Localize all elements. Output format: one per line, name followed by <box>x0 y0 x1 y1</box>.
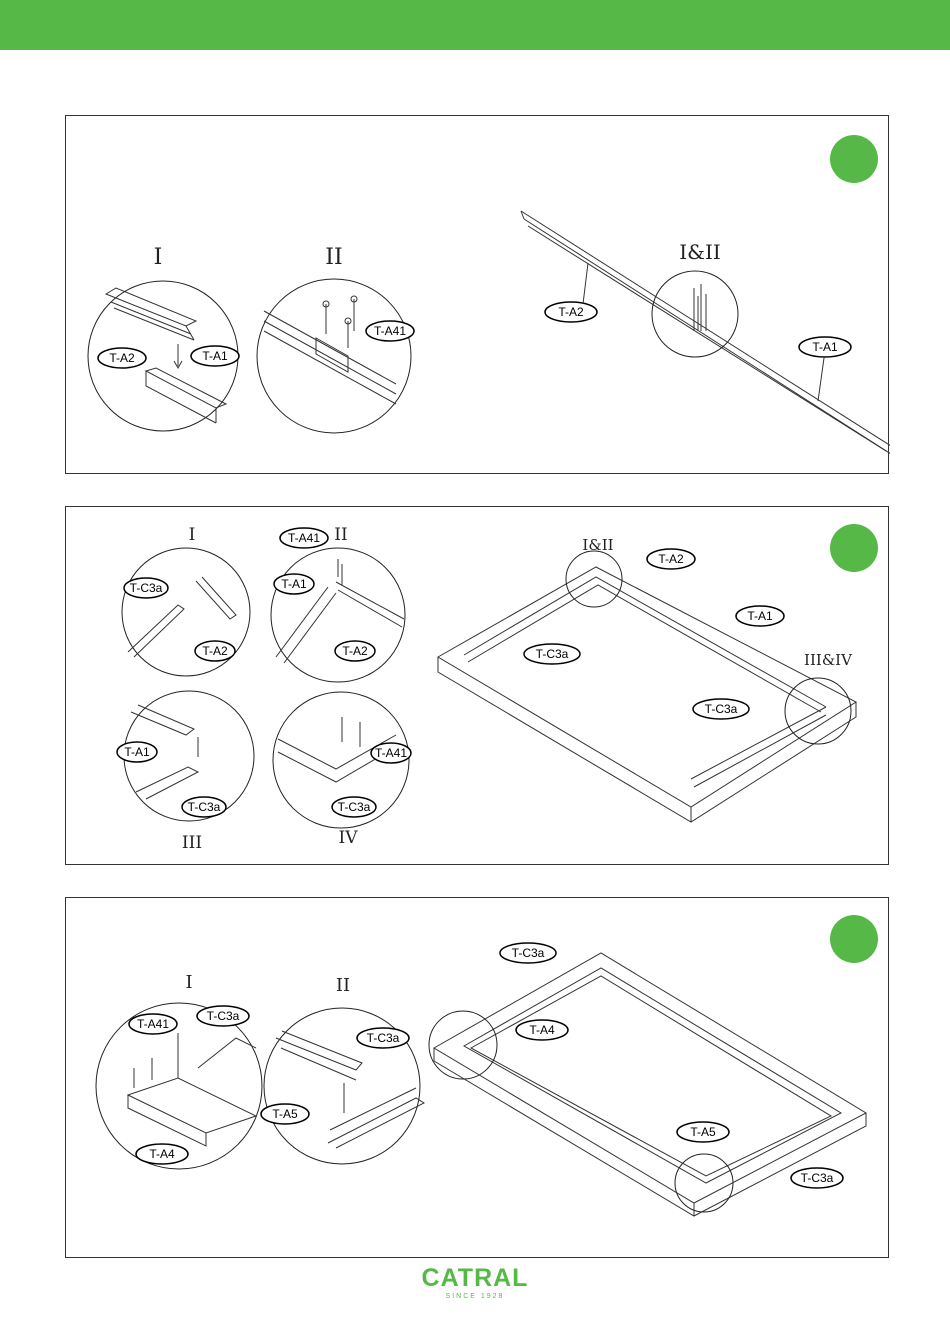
detail-2-IV: IV T-A41 T-C3a <box>273 692 411 848</box>
detail-2-I: I T-C3a T-A2 <box>122 525 250 676</box>
header-bar <box>0 0 950 50</box>
overview-2-title-2: III&IV <box>804 651 853 669</box>
detail-3-II: II T-C3a T-A5 <box>261 975 424 1164</box>
overview-1: I&II T-A2 T-A1 <box>521 211 890 454</box>
part-label: T-A41 <box>288 531 320 545</box>
part-label: T-A5 <box>690 1125 716 1139</box>
part-label: T-A41 <box>137 1017 169 1031</box>
part-label: T-C3a <box>188 800 221 814</box>
part-label: T-A41 <box>374 324 406 338</box>
part-label: T-C3a <box>512 946 545 960</box>
overview-1-title: I&II <box>679 240 721 264</box>
detail-2-I-title: I <box>189 525 196 545</box>
step-3-panel: I T-A41 T-C3a T-A4 II T-C3a T-A5 <box>65 897 889 1258</box>
overview-2: I&II III&IV T-A2 T-A1 T-C3a T-C3a <box>438 536 856 822</box>
detail-2-II: II T-A41 T-A1 T-A2 <box>271 525 405 682</box>
detail-3-II-title: II <box>336 975 350 996</box>
detail-1-I: I T-A2 T-A1 <box>88 245 239 431</box>
part-label: T-A1 <box>281 577 307 591</box>
detail-3-I-title: I <box>185 972 192 993</box>
part-label: T-C3a <box>130 581 163 595</box>
detail-2-II-title: II <box>334 525 347 545</box>
detail-2-III: III T-A1 T-C3a <box>117 691 254 853</box>
overview-3: T-C3a T-A4 T-A5 T-C3a <box>429 943 866 1216</box>
detail-1-I-title: I <box>154 245 163 270</box>
part-label: T-C3a <box>338 800 371 814</box>
part-label: T-A2 <box>558 305 584 319</box>
part-label: T-A5 <box>272 1107 298 1121</box>
step-2-panel: I T-C3a T-A2 II T-A41 T-A1 T-A2 <box>65 506 889 865</box>
part-label: T-A2 <box>342 644 368 658</box>
part-label: T-C3a <box>367 1031 400 1045</box>
part-label: T-A1 <box>812 340 838 354</box>
detail-3-I: I T-A41 T-C3a T-A4 <box>96 972 262 1169</box>
part-label: T-A1 <box>202 349 228 363</box>
part-label: T-C3a <box>536 647 569 661</box>
detail-2-IV-title: IV <box>339 828 359 848</box>
brand-name: CATRAL <box>0 1264 950 1293</box>
detail-2-III-title: III <box>182 833 202 853</box>
part-label: T-A1 <box>747 609 773 623</box>
part-label: T-A4 <box>529 1023 555 1037</box>
part-label: T-A2 <box>202 644 228 658</box>
overview-2-title-1: I&II <box>582 536 613 554</box>
part-label: T-A2 <box>109 351 135 365</box>
footer-logo: CATRAL SINCE 1928 <box>0 1264 950 1300</box>
part-label: T-A41 <box>375 746 407 760</box>
part-label: T-C3a <box>207 1009 240 1023</box>
part-label: T-A2 <box>658 552 684 566</box>
step-1-panel: I T-A2 T-A1 II T-A41 <box>65 115 889 474</box>
detail-1-II-title: II <box>325 245 342 270</box>
part-label: T-C3a <box>801 1171 834 1185</box>
part-label: T-A4 <box>149 1147 175 1161</box>
detail-1-II: II T-A41 <box>257 245 414 433</box>
brand-tagline: SINCE 1928 <box>0 1293 950 1300</box>
part-label: T-A1 <box>124 745 150 759</box>
part-label: T-C3a <box>705 702 738 716</box>
